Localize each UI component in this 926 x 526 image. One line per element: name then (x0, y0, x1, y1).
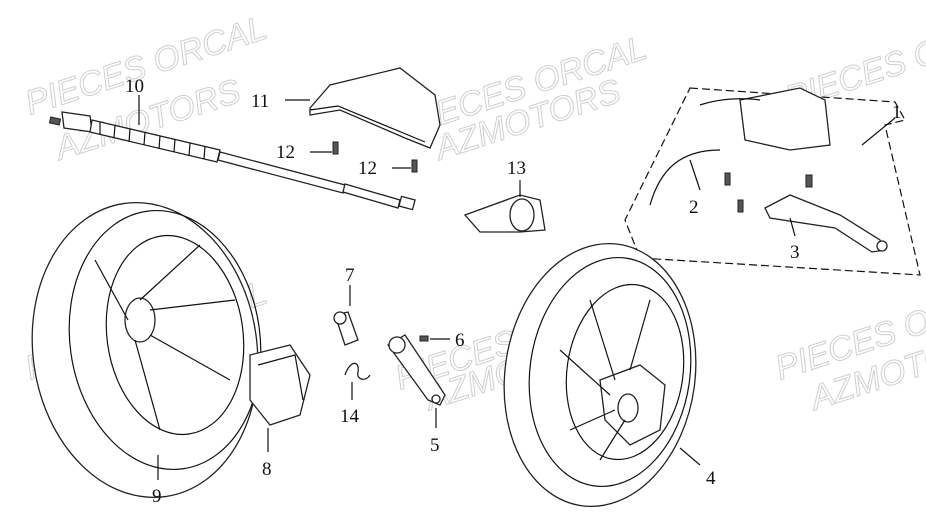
brake-cam[interactable] (333, 311, 359, 346)
screw (411, 159, 418, 173)
boot[interactable] (463, 194, 546, 233)
callout-11: 11 (251, 91, 269, 112)
callout-14: 14 (340, 406, 360, 427)
front-wheel[interactable] (488, 231, 713, 519)
callout-7: 7 (345, 265, 355, 286)
callout-3: 3 (790, 242, 800, 263)
callout-4: 4 (706, 468, 716, 489)
callout-12: 12 (276, 142, 295, 163)
callout-13: 13 (507, 158, 526, 179)
brake-cable[interactable] (48, 111, 416, 211)
callout-5: 5 (430, 435, 440, 456)
rear-wheel[interactable] (13, 188, 277, 512)
brake-lever-assembly[interactable] (624, 87, 921, 276)
brake-shoe[interactable] (249, 344, 311, 426)
callout-8: 8 (262, 459, 272, 480)
screw (332, 141, 339, 155)
callout-2: 2 (689, 197, 699, 218)
cover[interactable] (309, 67, 441, 149)
callout-12b: 12 (358, 158, 377, 179)
brake-arm[interactable] (387, 334, 446, 406)
spring (344, 362, 371, 380)
callout-9: 9 (152, 486, 162, 507)
callout-1: 1 (892, 102, 902, 123)
callout-10: 10 (125, 76, 144, 97)
callout-6: 6 (455, 330, 465, 351)
bolt (419, 335, 429, 342)
